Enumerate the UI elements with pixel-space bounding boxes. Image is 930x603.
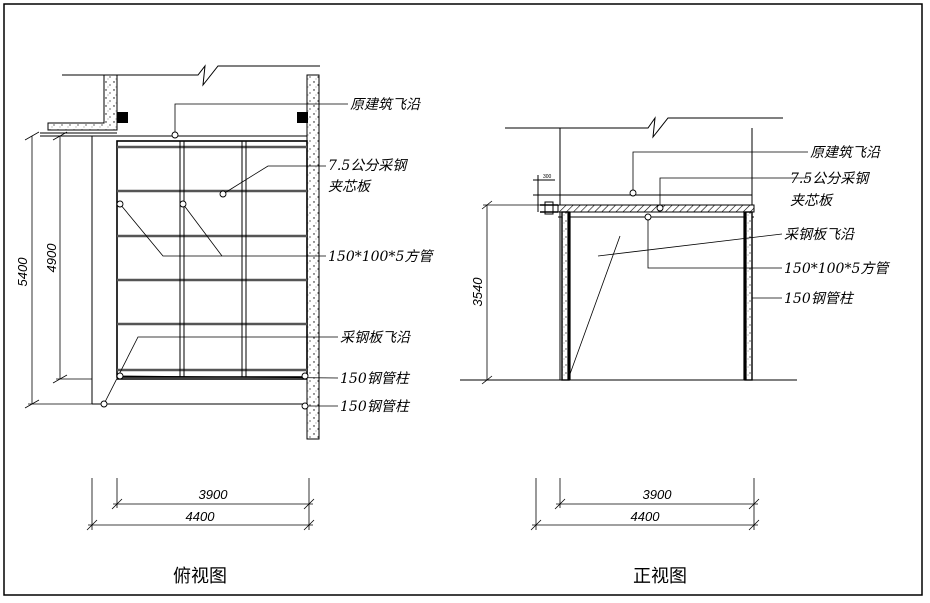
front-view: 300 原建筑飞沿 7.5公分采钢 夹芯板 采钢板 xyxy=(460,116,890,587)
top-label-panel-1: 7.5公分采钢 xyxy=(328,158,408,174)
front-label-column: 150钢管柱 xyxy=(784,291,855,307)
top-label-column-2: 150钢管柱 xyxy=(340,399,411,415)
column-marker-left xyxy=(117,112,128,123)
front-horizontal-dims xyxy=(530,478,760,531)
top-label-column-1: 150钢管柱 xyxy=(340,371,411,387)
front-leaders xyxy=(569,151,808,375)
canopy-frame xyxy=(116,140,308,378)
building-outline-top xyxy=(62,64,320,87)
purlins xyxy=(179,141,247,377)
drawing-frame xyxy=(3,3,923,596)
dim-front-height: 3540 xyxy=(470,277,485,307)
top-label-square-tube: 150*100*5方管 xyxy=(328,249,434,265)
dim-top-width-outer: 4400 xyxy=(186,509,216,524)
top-vertical-dims xyxy=(24,131,92,409)
dim-front-width-outer: 4400 xyxy=(631,509,661,524)
dim-depth-inner: 4900 xyxy=(44,243,59,273)
top-label-original-eave: 原建筑飞沿 xyxy=(350,97,421,113)
dim-depth-outer: 5400 xyxy=(15,257,30,287)
dim-front-eave-small: 300 xyxy=(543,174,552,180)
left-concrete-pier xyxy=(47,74,118,131)
front-roof-slab xyxy=(557,204,755,213)
right-concrete-wall xyxy=(306,74,320,440)
front-label-original-eave: 原建筑飞沿 xyxy=(810,145,881,161)
dim-front-width-inner: 3900 xyxy=(643,487,673,502)
front-view-title: 正视图 xyxy=(633,566,687,587)
square-tubes xyxy=(117,145,307,372)
top-view-title: 俯视图 xyxy=(173,566,227,587)
front-label-square-tube: 150*100*5方管 xyxy=(784,261,890,277)
top-label-panel-2: 夹芯板 xyxy=(328,179,372,195)
column-marker-right xyxy=(297,112,308,123)
front-building-outline xyxy=(505,116,783,139)
top-leaders xyxy=(100,103,348,410)
dim-top-width-inner: 3900 xyxy=(199,487,229,502)
front-vertical-dim xyxy=(481,200,540,385)
front-left-cap xyxy=(544,201,554,215)
front-label-panel-2: 夹芯板 xyxy=(790,193,834,209)
top-view: 原建筑飞沿 7.5公分采钢 夹芯板 150*100*5方管 采钢板飞沿 150钢… xyxy=(15,64,434,587)
front-label-steel-eave: 采钢板飞沿 xyxy=(784,227,855,243)
top-label-steel-eave: 采钢板飞沿 xyxy=(340,330,411,346)
front-label-panel-1: 7.5公分采钢 xyxy=(790,171,870,187)
top-horizontal-dims xyxy=(86,478,315,531)
